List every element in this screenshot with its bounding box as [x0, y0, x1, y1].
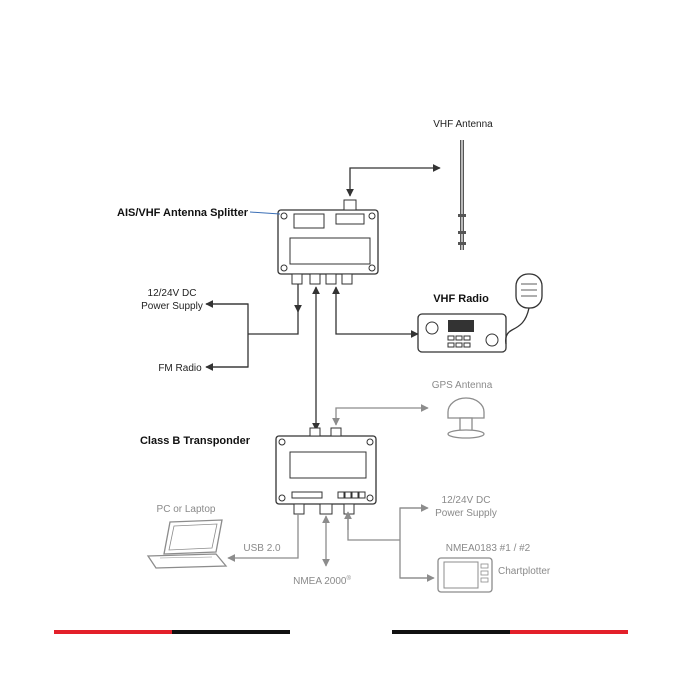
- vhf-antenna-label: VHF Antenna: [433, 119, 493, 130]
- nmea2000-label: NMEA 2000®: [293, 575, 351, 587]
- chartplotter-icon: [438, 558, 492, 592]
- power-supply-bottom-label-line1: 12/24V DC: [442, 495, 491, 506]
- splitter-to-antenna-connection: [350, 168, 440, 196]
- gps-antenna-icon: [448, 398, 484, 438]
- vhf-radio-icon: [418, 274, 542, 352]
- gps-antenna-label: GPS Antenna: [432, 380, 493, 391]
- laptop-icon: [148, 520, 226, 568]
- power-supply-top-label-line2: Power Supply: [141, 301, 203, 312]
- footer-bar-left-black: [172, 630, 290, 634]
- splitter-to-vhf-radio-connection: [336, 287, 418, 334]
- transponder-device: [276, 428, 376, 514]
- transponder-label: Class B Transponder: [140, 435, 251, 447]
- antenna-splitter-device: [278, 200, 378, 284]
- nmea0183-label: NMEA0183 #1 / #2: [446, 543, 531, 554]
- transponder-power-nmea0183-connection: [348, 508, 432, 578]
- splitter-leader-line: [250, 212, 280, 214]
- splitter-label: AIS/VHF Antenna Splitter: [117, 207, 249, 219]
- footer-bar-right-black: [392, 630, 510, 634]
- footer-bars: [54, 630, 628, 634]
- usb-label: USB 2.0: [243, 543, 281, 554]
- vhf-antenna-icon: [458, 140, 466, 250]
- power-supply-top-label-line1: 12/24V DC: [148, 288, 197, 299]
- transponder-to-gps-connection: [336, 408, 428, 425]
- splitter-power-fm-connection: [206, 304, 298, 367]
- footer-bar-left-red: [54, 630, 172, 634]
- chartplotter-label: Chartplotter: [498, 566, 551, 577]
- pc-laptop-label: PC or Laptop: [157, 504, 216, 515]
- fm-radio-label: FM Radio: [158, 363, 202, 374]
- footer-bar-right-red: [510, 630, 628, 634]
- vhf-radio-label: VHF Radio: [433, 293, 489, 305]
- power-supply-bottom-label-line2: Power Supply: [435, 508, 497, 519]
